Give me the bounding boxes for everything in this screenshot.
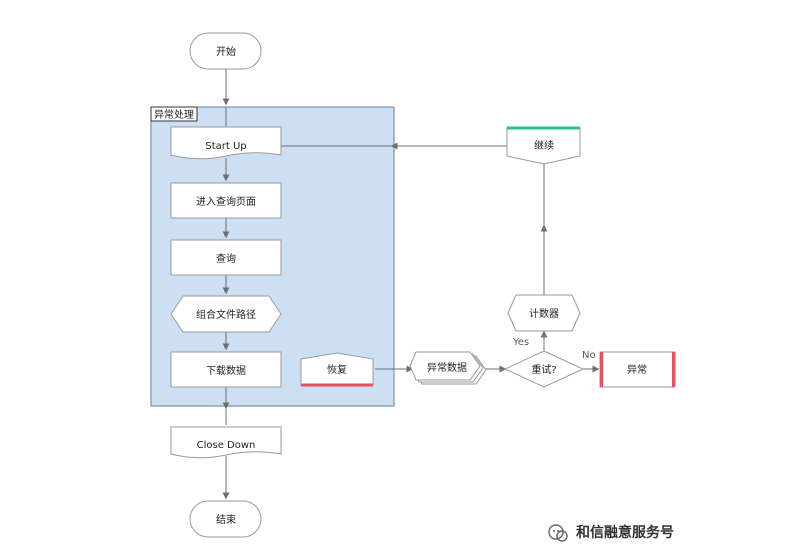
node-recover-label: 恢复 — [327, 363, 347, 376]
group-title: 异常处理 — [154, 108, 194, 121]
node-continue-label: 继续 — [534, 139, 554, 152]
group-title-box — [150, 106, 198, 122]
node-counter — [507, 294, 581, 332]
node-exception-accent-left — [600, 352, 603, 387]
node-query — [170, 239, 282, 276]
node-combine-path — [170, 295, 282, 333]
node-exception-data — [409, 351, 487, 385]
node-retry-label: 重试? — [531, 363, 556, 376]
node-download-label: 下载数据 — [206, 364, 246, 377]
node-start — [189, 32, 262, 70]
edge-label-yes: Yes — [512, 337, 529, 348]
node-download — [170, 351, 282, 388]
node-enter-query-page — [170, 182, 282, 219]
wechat-official-account-icon — [548, 524, 568, 542]
node-combine-path-label: 组合文件路径 — [196, 308, 256, 321]
node-close-down-label: Close Down — [197, 440, 256, 451]
node-end-label: 结束 — [216, 513, 236, 526]
edge-label-no: No — [582, 350, 596, 361]
node-end — [189, 500, 262, 538]
node-query-label: 查询 — [216, 252, 236, 265]
node-close-down — [170, 426, 282, 459]
node-start-up — [170, 126, 282, 160]
node-retry — [503, 350, 585, 388]
node-recover — [300, 352, 374, 386]
node-exception-data-label: 异常数据 — [427, 361, 467, 374]
node-counter-label: 计数器 — [529, 307, 559, 320]
node-enter-query-page-label: 进入查询页面 — [196, 195, 256, 208]
node-start-up-label: Start Up — [205, 141, 246, 152]
node-exception-accent-right — [672, 352, 675, 387]
node-start-label: 开始 — [216, 45, 236, 58]
watermark-text: 和信融意服务号 — [576, 524, 674, 541]
node-exception-label: 异常 — [627, 363, 647, 376]
